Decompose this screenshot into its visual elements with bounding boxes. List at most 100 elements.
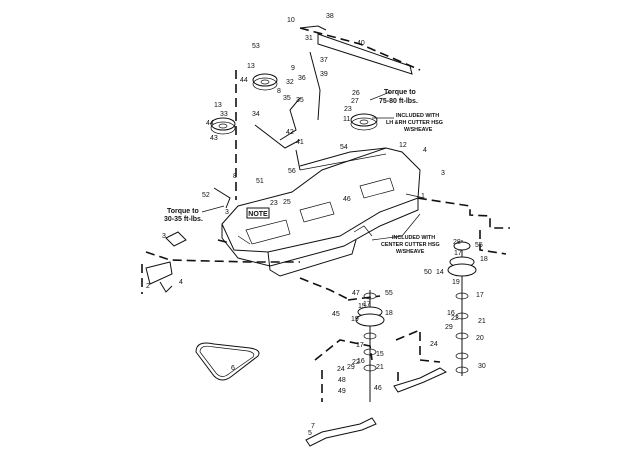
part-number-label: 37: [320, 57, 328, 64]
part-number-label: 3: [441, 170, 445, 177]
part-number-label: 36: [298, 75, 306, 82]
drive-belt: [195, 342, 260, 381]
part-number-label: 16: [357, 358, 365, 365]
included-callout-center: INCLUDED WITH CENTER CUTTER HSG W/SHEAVE: [381, 235, 440, 255]
part-number-label: 24: [430, 341, 438, 348]
mower-deck: [221, 147, 421, 277]
part-number-label: 13: [247, 63, 255, 70]
part-number-label: 8: [277, 88, 281, 95]
spindle-right: [447, 240, 477, 376]
part-number-label: 23: [344, 106, 352, 113]
included-callout-lh-rh: INCLUDED WITH LH &RH CUTTER HSG W/SHEAVE: [386, 113, 443, 133]
part-number-label: 29: [347, 364, 355, 371]
part-number-label: 17: [454, 250, 462, 257]
part-number-label: 4: [423, 147, 427, 154]
part-number-label: 13: [214, 102, 222, 109]
part-number-label: 24: [337, 366, 345, 373]
part-number-label: 38: [326, 13, 334, 20]
part-number-label: 42: [286, 129, 294, 136]
part-number-label: 18: [385, 310, 393, 317]
included-lh-rh-line-3: W/SHEAVE: [404, 127, 433, 133]
part-number-label: 18: [480, 256, 488, 263]
part-number-label: 30: [478, 363, 486, 370]
part-number-label: 55: [385, 290, 393, 297]
part-number-label: 17: [476, 292, 484, 299]
part-number-label: 27: [351, 98, 359, 105]
part-number-label: 55: [475, 242, 483, 249]
part-number-label: 16: [447, 310, 455, 317]
part-number-label: 20: [476, 335, 484, 342]
part-number-label: 54: [340, 144, 348, 151]
leader-lines: [201, 91, 425, 241]
part-number-label: 12: [399, 142, 407, 149]
part-number-label: 46: [374, 385, 382, 392]
part-number-label: 6: [231, 365, 235, 372]
part-number-label: 17: [363, 301, 371, 308]
part-number-label: 35: [283, 95, 291, 102]
part-number-label: 22: [451, 315, 459, 322]
part-number-label: 50: [424, 269, 432, 276]
part-number-label: 40: [357, 40, 365, 47]
part-number-label: 15: [358, 303, 366, 310]
part-number-label: 1: [421, 193, 425, 200]
included-lh-rh-line-2: LH &RH CUTTER HSG: [386, 120, 443, 126]
part-number-label: 44: [240, 77, 248, 84]
part-number-label: 53: [252, 43, 260, 50]
part-number-label: 45: [332, 311, 340, 318]
included-center-line-3: W/SHEAVE: [396, 249, 425, 255]
part-number-label: 33: [220, 111, 228, 118]
cutter-blades: [305, 367, 448, 447]
part-number-label: 19: [351, 316, 359, 323]
part-number-label: 3: [162, 233, 166, 240]
assembly-guide-lines: [141, 27, 510, 402]
part-number-label: 21: [478, 318, 486, 325]
torque-left-line-2: 30-35 ft-lbs.: [164, 216, 203, 223]
part-number-label: 8: [233, 173, 237, 180]
part-number-label: 48: [338, 377, 346, 384]
part-number-label: 43: [210, 135, 218, 142]
part-number-label: 17: [356, 342, 364, 349]
part-number-label: 3: [225, 209, 229, 216]
part-number-label: 47: [352, 290, 360, 297]
torque-left-line-1: Torque to: [167, 208, 199, 215]
note-box: [246, 207, 270, 219]
torque-top-line-2: 75-80 ft-lbs.: [379, 98, 418, 105]
lift-linkage: [254, 25, 413, 171]
part-number-label: 11: [343, 116, 350, 123]
torque-callout-top: Torque to 75-80 ft-lbs.: [379, 89, 418, 105]
part-number-label: 2: [146, 283, 150, 290]
part-number-label: 41: [296, 139, 304, 146]
part-number-label: 49: [338, 388, 346, 395]
part-number-label: 39: [320, 71, 328, 78]
part-number-label: 4: [179, 279, 183, 286]
included-center-line-2: CENTER CUTTER HSG: [381, 242, 440, 248]
part-number-label: 9: [291, 65, 295, 72]
spindle-left: [355, 290, 385, 402]
part-number-label: 10: [287, 17, 295, 24]
deck-brackets: [145, 187, 231, 293]
part-number-label: 26: [352, 90, 360, 97]
part-number-label: 51: [256, 178, 264, 185]
torque-callout-left: Torque to 30-35 ft-lbs.: [164, 208, 203, 223]
part-number-label: 56: [288, 168, 296, 175]
part-number-label: 35: [296, 97, 304, 104]
part-number-label: 28: [453, 239, 461, 246]
part-number-label: 19: [452, 279, 460, 286]
part-number-label: 23: [270, 200, 278, 207]
part-number-label: 22: [352, 359, 360, 366]
part-number-label: 44: [206, 120, 214, 127]
part-number-label: 29: [445, 324, 453, 331]
part-number-label: 25: [283, 199, 291, 206]
note-label: NOTE: [248, 211, 268, 218]
included-center-line-1: INCLUDED WITH: [392, 235, 435, 241]
part-number-label: 15: [376, 351, 384, 358]
part-number-label: 14: [436, 269, 444, 276]
torque-top-line-1: Torque to: [384, 89, 416, 96]
included-lh-rh-line-1: INCLUDED WITH: [396, 113, 439, 119]
part-number-label: 52: [202, 192, 210, 199]
part-number-label: 31: [305, 35, 313, 42]
part-number-label: 21: [376, 364, 384, 371]
